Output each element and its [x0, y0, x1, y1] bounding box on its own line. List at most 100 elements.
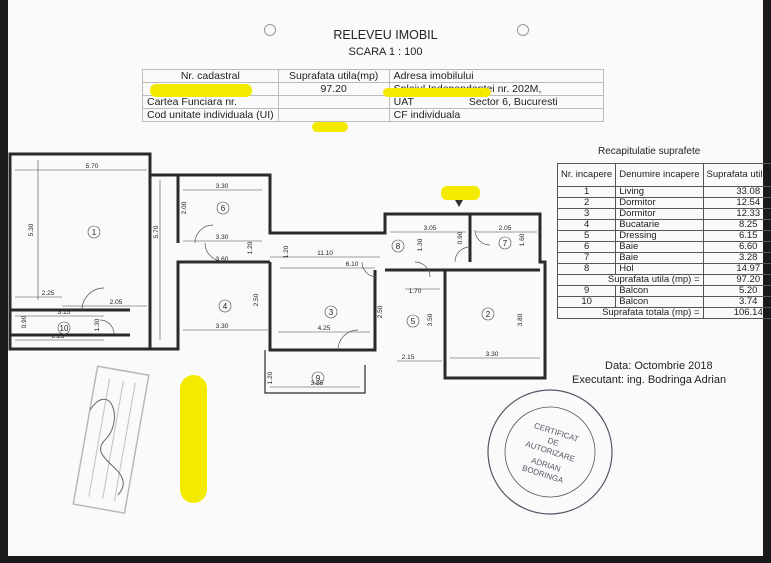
ui-code-label: Cod unitate individuala (UI) — [142, 108, 279, 122]
document-title: RELEVEU IMOBIL — [333, 28, 438, 42]
recap-cell-area: 33.08 — [702, 186, 771, 198]
room-number: 10 — [60, 324, 69, 333]
dimension-label: 3.30 — [216, 183, 229, 190]
room-number: 6 — [221, 204, 226, 213]
recap-cell-nr: 2 — [556, 197, 617, 209]
balcony-9-outline — [264, 350, 366, 394]
dimension-label: 3.50 — [427, 313, 434, 326]
document-scale: SCARA 1 : 100 — [348, 46, 423, 58]
recap-cell-name: Bucatarie — [615, 219, 704, 231]
dimension-label: 0.90 — [457, 231, 464, 244]
recap-cell-name: Baie — [615, 252, 704, 264]
dimension-lines — [15, 160, 540, 388]
recap-cell-name: Hol — [615, 263, 704, 275]
recap-cell-name: Dormitor — [615, 208, 704, 220]
recap-cell-nr: 7 — [556, 252, 617, 264]
recap-cell-area: 6.15 — [702, 230, 771, 242]
binder-hole — [517, 24, 529, 36]
dimension-label: 1.60 — [519, 233, 526, 246]
dimension-label: 3.30 — [486, 351, 499, 358]
room-number: 4 — [223, 302, 228, 311]
dimension-label: 2.05 — [110, 299, 123, 306]
recap-cell-nr: 10 — [556, 296, 617, 308]
dimension-label: 1.30 — [417, 238, 424, 251]
recap-cell-area: 5.20 — [702, 285, 771, 297]
room-number: 9 — [316, 374, 321, 383]
door-swings — [81, 224, 491, 351]
dimension-label: 1.20 — [267, 371, 274, 384]
recap-cell-area: 12.54 — [702, 197, 771, 209]
recap-cell-nr: 8 — [556, 263, 617, 275]
recap-title: Recapitulatie suprafete — [598, 146, 701, 157]
dimension-label: 3.30 — [216, 234, 229, 241]
dimension-label: 11.10 — [317, 250, 333, 257]
recap-cell-name: Dormitor — [615, 197, 704, 209]
recap-cell-area: 6.60 — [702, 241, 771, 253]
dimension-label: 2.25 — [52, 333, 65, 340]
dimension-label: 5.30 — [28, 223, 35, 236]
uat-cell: UAT Sector 6, Bucuresti — [388, 95, 604, 109]
redaction-highlight — [180, 375, 207, 503]
useful-total-value: 97.20 — [702, 274, 771, 286]
entrance-arrow-icon — [455, 200, 463, 207]
dimension-label: 5.70 — [86, 163, 99, 170]
dimension-label: 1.30 — [94, 318, 101, 331]
dimension-label: 2.50 — [377, 305, 384, 318]
circle-markers — [57, 201, 512, 385]
dimension-label: 3.05 — [424, 225, 437, 232]
recap-cell-name: Dressing — [615, 230, 704, 242]
dimension-label: 5.70 — [153, 225, 160, 238]
cf-label: CF individuala — [388, 108, 604, 122]
recap-cell-area: 3.74 — [702, 296, 771, 308]
date-text: Data: Octombrie 2018 — [605, 360, 713, 372]
room-number: 7 — [503, 239, 508, 248]
useful-total-label: Suprafata utila (mp) = — [557, 274, 704, 286]
recap-cell-name: Baie — [615, 241, 704, 253]
walls — [8, 152, 547, 380]
room-number: 3 — [329, 308, 334, 317]
recap-cell-name: Balcon — [615, 285, 704, 297]
dimension-label: 2.25 — [42, 290, 55, 297]
recap-cell-nr: 5 — [556, 230, 617, 242]
dimension-label: 6.10 — [346, 261, 359, 268]
dimension-label: 4.25 — [318, 325, 331, 332]
dimension-label: 1.20 — [283, 245, 290, 258]
recap-cell-area: 3.28 — [702, 252, 771, 264]
dimension-label: 3.60 — [216, 256, 229, 263]
room-number: 5 — [411, 317, 416, 326]
recap-cell-nr: 6 — [556, 241, 617, 253]
recap-table: Nr. incapere Denumire incapere Suprafata… — [556, 163, 771, 319]
redaction-highlight — [312, 122, 348, 132]
dimension-label: 0.90 — [21, 315, 28, 328]
recap-cell-name: Balcon — [615, 296, 704, 308]
recap-cell-area: 8.25 — [702, 219, 771, 231]
dimension-label: 2.00 — [181, 201, 188, 214]
uat-label: UAT — [393, 96, 414, 108]
uat-value: Sector 6, Bucuresti — [468, 96, 558, 108]
recap-cell-nr: 3 — [556, 208, 617, 220]
grand-total-label: Suprafata totala (mp) = — [557, 307, 704, 319]
recap-header-name: Denumire incapere — [615, 163, 704, 187]
grand-total-value: 106.14 — [702, 307, 771, 319]
recap-cell-nr: 4 — [556, 219, 617, 231]
redaction-highlight — [383, 88, 491, 97]
useful-area-label: Suprafata utila(mp) — [277, 69, 390, 83]
recap-cell-nr: 9 — [556, 285, 617, 297]
binder-hole — [264, 24, 276, 36]
room-number: 2 — [486, 310, 491, 319]
recap-header-area: Suprafata utila (mp) — [702, 163, 771, 187]
redaction-highlight — [150, 84, 252, 97]
